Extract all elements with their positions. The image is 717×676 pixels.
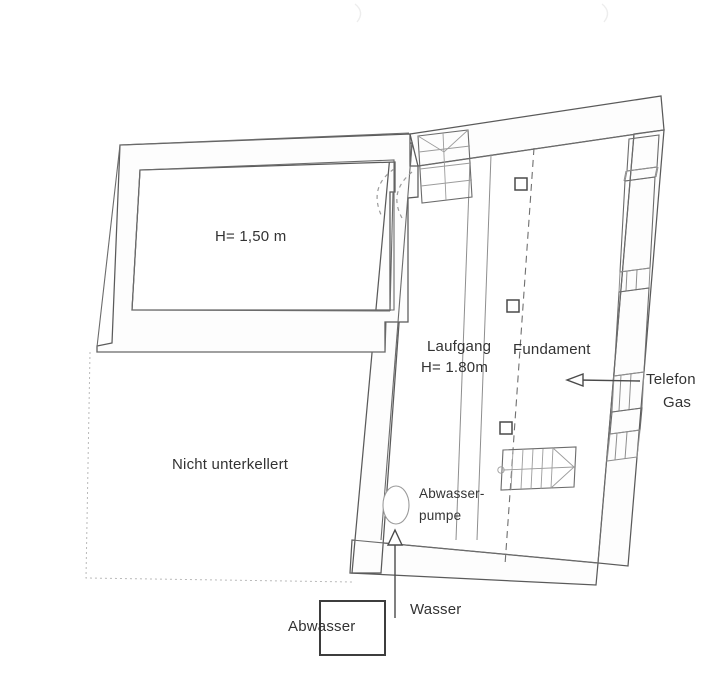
scan-artifacts bbox=[354, 3, 609, 23]
pump-label-line1: Abwasser- bbox=[419, 486, 485, 501]
not-cellared-label: Nicht unterkellert bbox=[172, 456, 289, 473]
column-marker bbox=[514, 177, 528, 191]
foundation-columns bbox=[499, 177, 528, 435]
not-cellared-boundary bbox=[85, 351, 354, 583]
gas-label: Gas bbox=[663, 394, 692, 411]
telephone-gas-arrow bbox=[565, 372, 641, 388]
sewage-label: Abwasser bbox=[288, 618, 356, 635]
upper-staircase bbox=[417, 129, 473, 204]
sewage-shaft-rect bbox=[319, 600, 386, 656]
foundation-label: Fundament bbox=[513, 341, 591, 358]
water-label: Wasser bbox=[410, 601, 462, 618]
sewage-box bbox=[319, 600, 386, 656]
corridor-label: Laufgang bbox=[427, 338, 492, 355]
corridor-height-label: H= 1.80m bbox=[421, 359, 489, 376]
west-room-walls bbox=[96, 132, 410, 353]
sewage-pump-symbol bbox=[382, 485, 410, 525]
column-marker bbox=[506, 299, 520, 313]
lower-staircase bbox=[497, 446, 577, 491]
foundation-dashed-line bbox=[504, 147, 535, 566]
corridor-guides bbox=[455, 154, 492, 541]
water-connection bbox=[386, 528, 404, 618]
column-marker bbox=[499, 421, 513, 435]
pump-label-line2: pumpe bbox=[419, 508, 462, 523]
room-height-left-label: H= 1,50 m bbox=[215, 228, 287, 245]
east-wall-openings bbox=[606, 134, 660, 462]
telephone-label: Telefon bbox=[646, 371, 696, 388]
pump-oval bbox=[382, 485, 410, 525]
door-swing-arcs bbox=[376, 168, 413, 219]
